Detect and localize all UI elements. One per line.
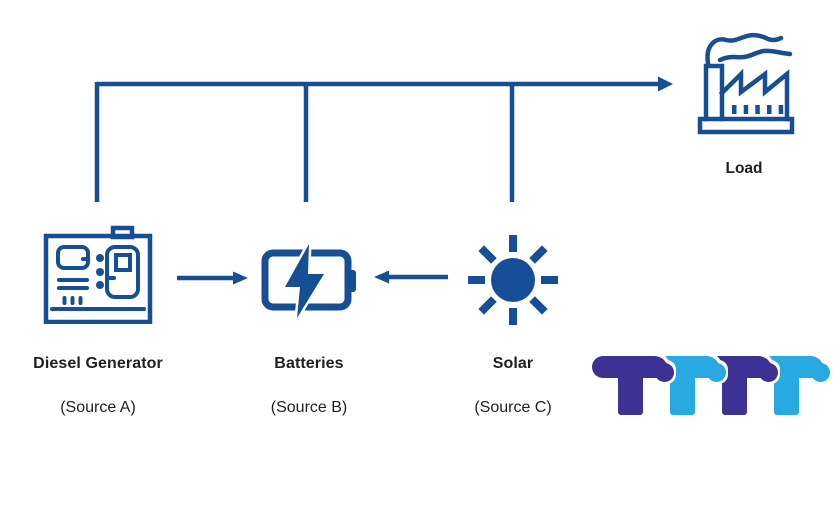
battery-charging-icon <box>261 242 356 320</box>
logo-t-1-stem <box>618 366 643 415</box>
logo-t-1-icon <box>592 356 678 416</box>
diesel-generator-label: Diesel Generator <box>13 355 183 373</box>
diesel-generator-sub-label: (Source A) <box>13 399 183 417</box>
batteries-name: Batteries <box>274 355 344 372</box>
load-label: Load <box>725 160 763 177</box>
logo-t-2-stem <box>670 366 695 415</box>
arrowhead-to-load <box>658 76 673 92</box>
diesel-generator-name: Diesel Generator <box>33 355 163 372</box>
arrowhead-to-batteries-right <box>233 271 248 285</box>
brand-logo <box>592 356 833 418</box>
source-c-text: (Source C) <box>474 399 552 416</box>
logo-t-1-tip <box>655 363 674 382</box>
logo-t-4-stem <box>774 366 799 415</box>
logo-t-3-stem <box>722 366 747 415</box>
solar-sub-label: (Source C) <box>428 399 598 417</box>
logo-t-3-tip <box>759 363 778 382</box>
diesel-generator-icon <box>43 225 153 324</box>
sun-icon <box>468 235 558 325</box>
solar-label: Solar <box>428 355 598 373</box>
logo-t-2-tip <box>707 363 726 382</box>
batteries-label: Batteries <box>224 355 394 373</box>
arrowhead-to-batteries-left <box>374 270 389 284</box>
source-b-text: (Source B) <box>270 399 348 416</box>
solar-name: Solar <box>492 355 534 372</box>
logo-t-4-tip <box>811 363 830 382</box>
batteries-sub-label: (Source B) <box>224 399 394 417</box>
factory-icon <box>697 32 795 135</box>
source-a-text: (Source A) <box>60 399 136 416</box>
